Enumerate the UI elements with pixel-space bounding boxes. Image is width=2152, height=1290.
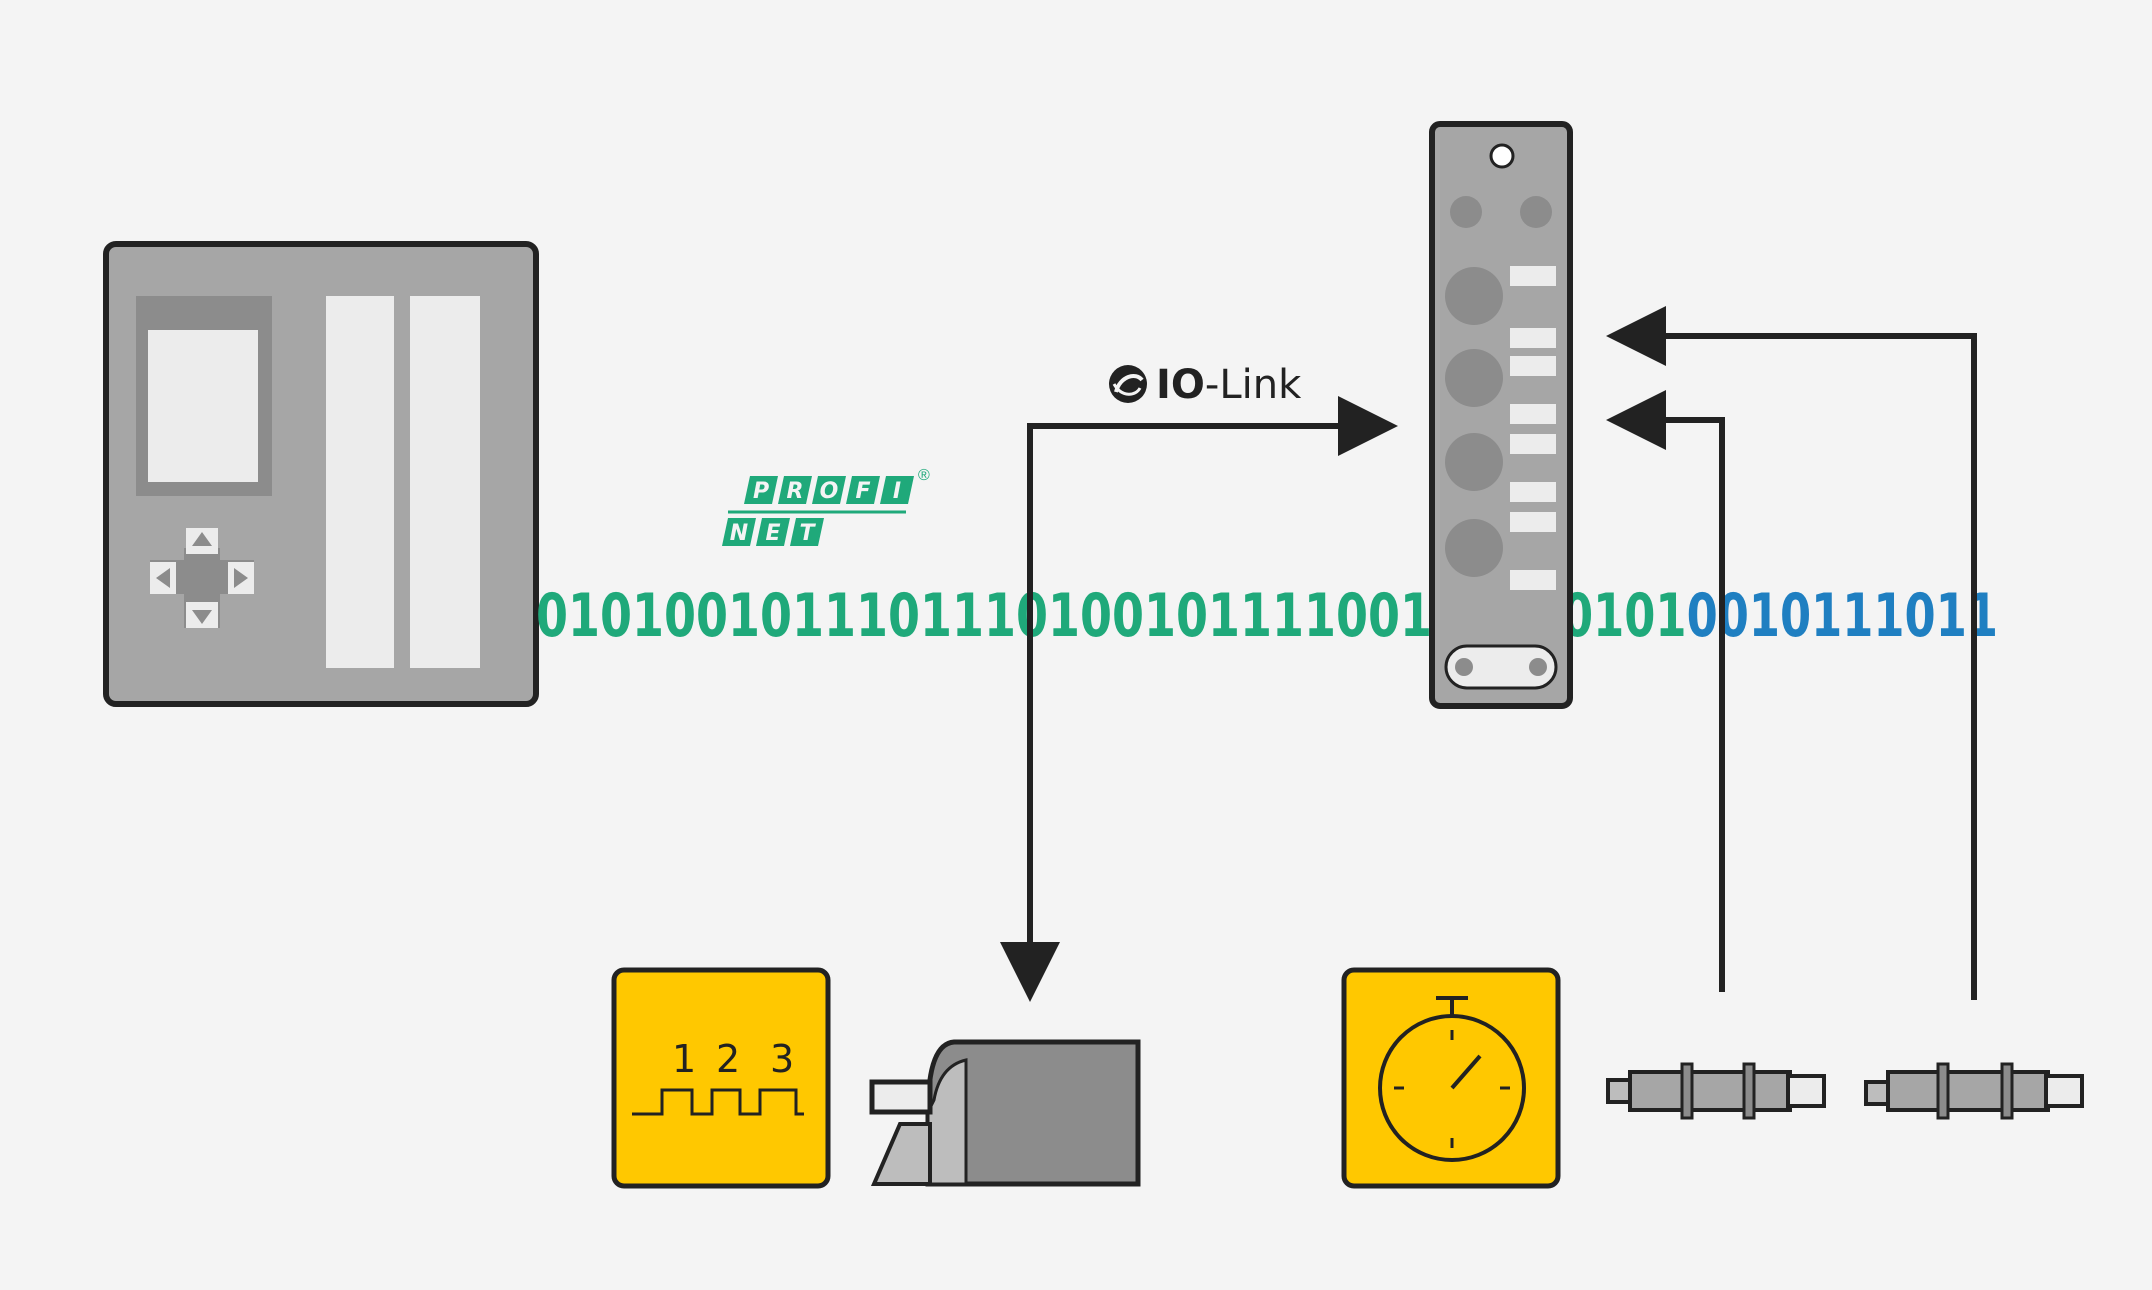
iolink-logo-icon xyxy=(1109,365,1147,403)
profinet-letter: R xyxy=(787,479,804,504)
io-port-2 xyxy=(1445,328,1556,407)
profinet-letter: F xyxy=(855,479,870,504)
profinet-letter-box xyxy=(812,476,846,504)
counter-number-3: 3 xyxy=(770,1037,794,1081)
sensor1-arrow xyxy=(1606,390,1725,992)
profinet-letter: I xyxy=(893,479,901,504)
profinet-letter: E xyxy=(765,521,780,546)
bitstream-right-green: 0101 xyxy=(1562,581,1687,651)
counter-number-2: 2 xyxy=(716,1037,740,1081)
profinet-letter-box xyxy=(778,476,812,504)
dpad-icon xyxy=(150,528,254,628)
io-port-1 xyxy=(1445,266,1556,325)
actuator-device-icon xyxy=(869,1039,1141,1187)
profinet-letter-box xyxy=(722,518,756,546)
pulse-waveform xyxy=(632,1088,804,1116)
profinet-letter-box xyxy=(846,476,880,504)
io-port-4 xyxy=(1445,482,1556,590)
iolink-text-rest: -Link xyxy=(1205,362,1302,408)
io-link-master-icon xyxy=(1429,121,1573,709)
profinet-registered-mark: ® xyxy=(918,467,930,484)
sensor2-arrow xyxy=(1606,306,1977,1000)
iolink-text-bold: IO xyxy=(1156,362,1205,408)
bitstream-right: 01010010111011 xyxy=(1562,581,1998,651)
iolink-label: IO-Link xyxy=(1109,362,1302,408)
profinet-letter: O xyxy=(820,479,839,504)
profinet-letter: N xyxy=(730,521,748,546)
io-port-3 xyxy=(1445,404,1556,491)
profinet-letter-box xyxy=(880,476,914,504)
proximity-sensor-icon xyxy=(1864,1062,2084,1120)
plc-controller-icon xyxy=(103,241,539,707)
profinet-letter-box xyxy=(790,518,824,546)
pulse-counter-icon: 1 2 3 xyxy=(611,967,831,1189)
counter-number-1: 1 xyxy=(672,1037,696,1081)
profinet-letter-box xyxy=(756,518,790,546)
bitstream-right-blue: 001011101 xyxy=(1687,581,1967,651)
iolink-connection xyxy=(1000,396,1398,1002)
profinet-letter-box xyxy=(744,476,778,504)
stopwatch-icon xyxy=(1341,967,1561,1189)
bitstream-left: 0101001011101110100101111001 xyxy=(536,581,1432,651)
profinet-letter: T xyxy=(799,521,816,546)
master-output-arrow xyxy=(1027,396,1398,986)
proximity-sensor-icon xyxy=(1606,1062,1826,1120)
profinet-letter: P xyxy=(753,479,769,504)
iolink-text: IO-Link xyxy=(1156,362,1302,408)
